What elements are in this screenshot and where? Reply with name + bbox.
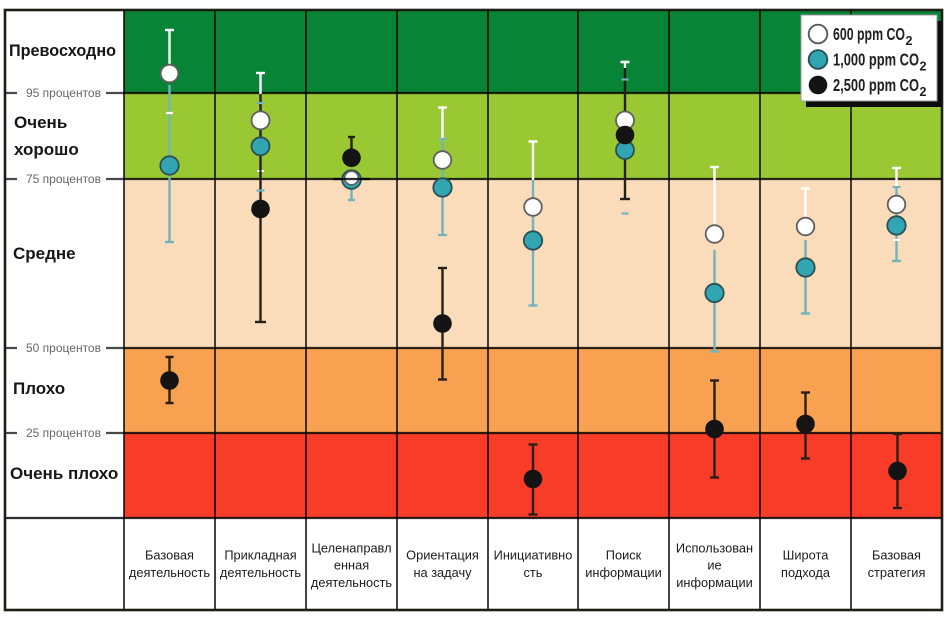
svg-text:Использован: Использован [676,541,753,556]
svg-text:2: 2 [906,34,913,48]
svg-text:Плохо: Плохо [13,379,65,398]
svg-text:75 процентов: 75 процентов [26,172,101,186]
svg-text:Широта: Широта [783,548,830,563]
svg-text:1,000 ppm CO: 1,000 ppm CO [833,50,919,70]
svg-text:деятельность: деятельность [220,565,302,580]
svg-text:Инициативно: Инициативно [494,548,573,563]
svg-text:25 процентов: 25 процентов [26,426,101,440]
svg-text:Очень плохо: Очень плохо [10,464,118,483]
svg-text:на задачу: на задачу [413,565,472,580]
svg-text:2,500 ppm CO: 2,500 ppm CO [833,75,919,95]
svg-text:сть: сть [524,565,543,580]
svg-text:50 процентов: 50 процентов [26,341,101,355]
svg-text:Базовая: Базовая [145,548,194,563]
svg-text:Очень: Очень [14,113,67,132]
svg-text:ие: ие [707,558,721,573]
svg-text:Средне: Средне [13,244,76,263]
svg-text:деятельность: деятельность [129,565,211,580]
svg-text:хорошо: хорошо [14,140,79,159]
svg-text:600 ppm CO: 600 ppm CO [833,24,905,44]
svg-text:Ориентация: Ориентация [406,548,479,563]
svg-text:информации: информации [676,575,753,590]
svg-text:Превосходно: Превосходно [9,41,116,60]
svg-text:Базовая: Базовая [872,548,921,563]
svg-text:2: 2 [920,60,927,74]
svg-text:Прикладная: Прикладная [224,548,296,563]
svg-text:информации: информации [585,565,662,580]
svg-text:енная: енная [334,558,369,573]
svg-text:95 процентов: 95 процентов [26,86,101,100]
svg-text:деятельность: деятельность [311,575,393,590]
svg-text:2: 2 [920,85,927,99]
svg-text:Целенаправл: Целенаправл [311,541,391,556]
svg-text:подхода: подхода [781,565,831,580]
svg-text:стратегия: стратегия [868,565,926,580]
svg-text:Поиск: Поиск [606,548,642,563]
